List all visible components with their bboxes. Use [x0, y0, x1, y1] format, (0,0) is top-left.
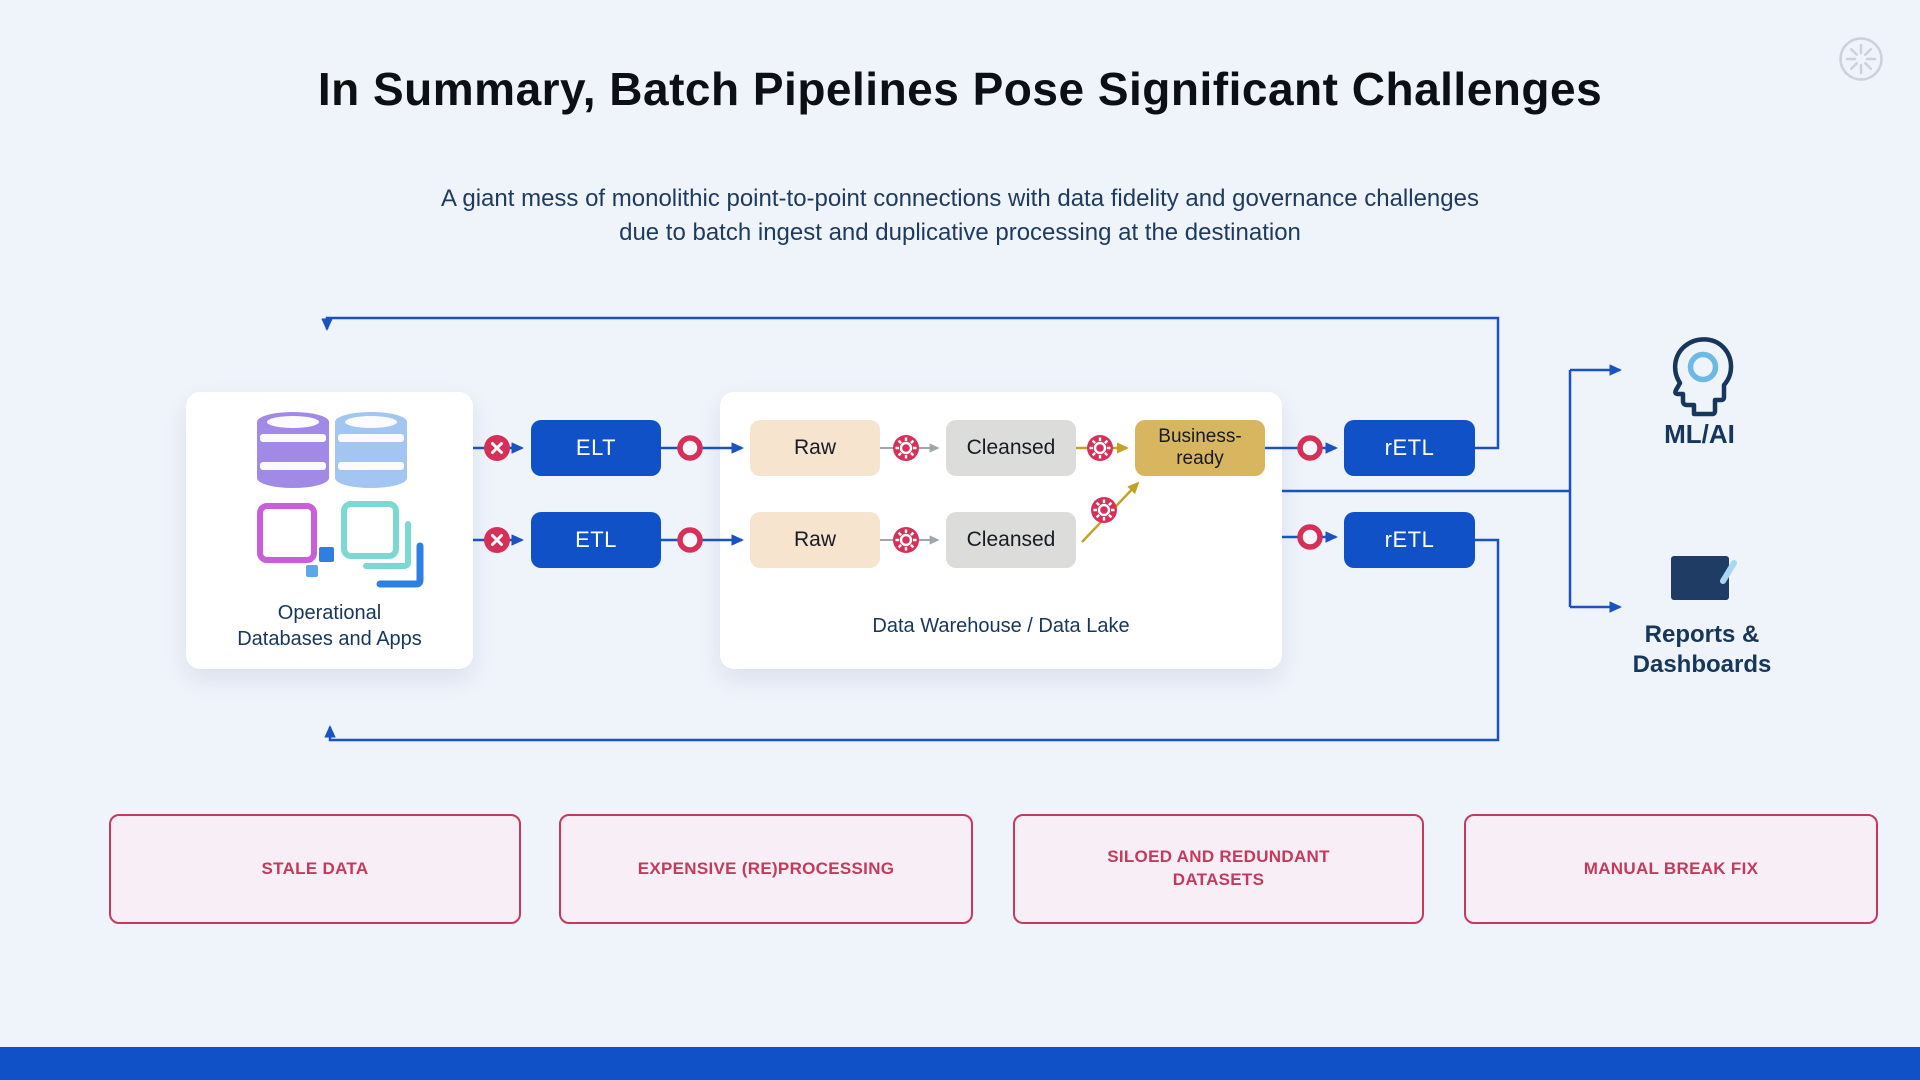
reports-dashboard-icon — [1671, 556, 1737, 600]
footer-accent-bar — [0, 1047, 1920, 1080]
challenge-card-stale-data: STALE DATA — [109, 814, 521, 924]
operational-sources-label: Operational Databases and Apps — [237, 602, 422, 650]
ml-ai-label: ML/AI — [1664, 419, 1735, 449]
elt-box: ELT — [531, 420, 661, 476]
challenge-card-siloed-datasets: SILOED AND REDUNDANT DATASETS — [1013, 814, 1424, 924]
raw-stage-row1: Raw — [750, 420, 880, 476]
subtitle-line-1: A giant mess of monolithic point-to-poin… — [441, 185, 1479, 212]
checkpoint-ring-icon — [680, 530, 700, 550]
etl-box: ETL — [531, 512, 661, 568]
cleansed-stage-row2: Cleansed — [946, 512, 1076, 568]
challenge-card-manual-break-fix: MANUAL BREAK FIX — [1464, 814, 1878, 924]
ml-ai-head-icon — [1672, 337, 1734, 417]
checkpoint-ring-icon — [1300, 438, 1320, 458]
error-x-icon — [482, 525, 512, 555]
raw-stage-row2: Raw — [750, 512, 880, 568]
business-ready-stage: Business- ready — [1135, 420, 1265, 476]
cleansed-stage-row1: Cleansed — [946, 420, 1076, 476]
retl-top-box: rETL — [1344, 420, 1475, 476]
challenge-card-expensive-reprocessing: EXPENSIVE (RE)PROCESSING — [559, 814, 973, 924]
subtitle-line-2: due to batch ingest and duplicative proc… — [619, 219, 1301, 247]
retl-bottom-box: rETL — [1344, 512, 1475, 568]
error-x-icon — [482, 433, 512, 463]
checkpoint-ring-icon — [680, 438, 700, 458]
brand-logo-icon — [1838, 36, 1884, 82]
page-title: In Summary, Batch Pipelines Pose Signifi… — [317, 63, 1603, 115]
reports-dashboards-label: Reports & Dashboards — [1632, 621, 1772, 678]
page-subtitle: A giant mess of monolithic point-to-poin… — [0, 182, 1920, 250]
checkpoint-ring-icon — [1300, 527, 1320, 547]
data-warehouse-label: Data Warehouse / Data Lake — [872, 615, 1130, 637]
